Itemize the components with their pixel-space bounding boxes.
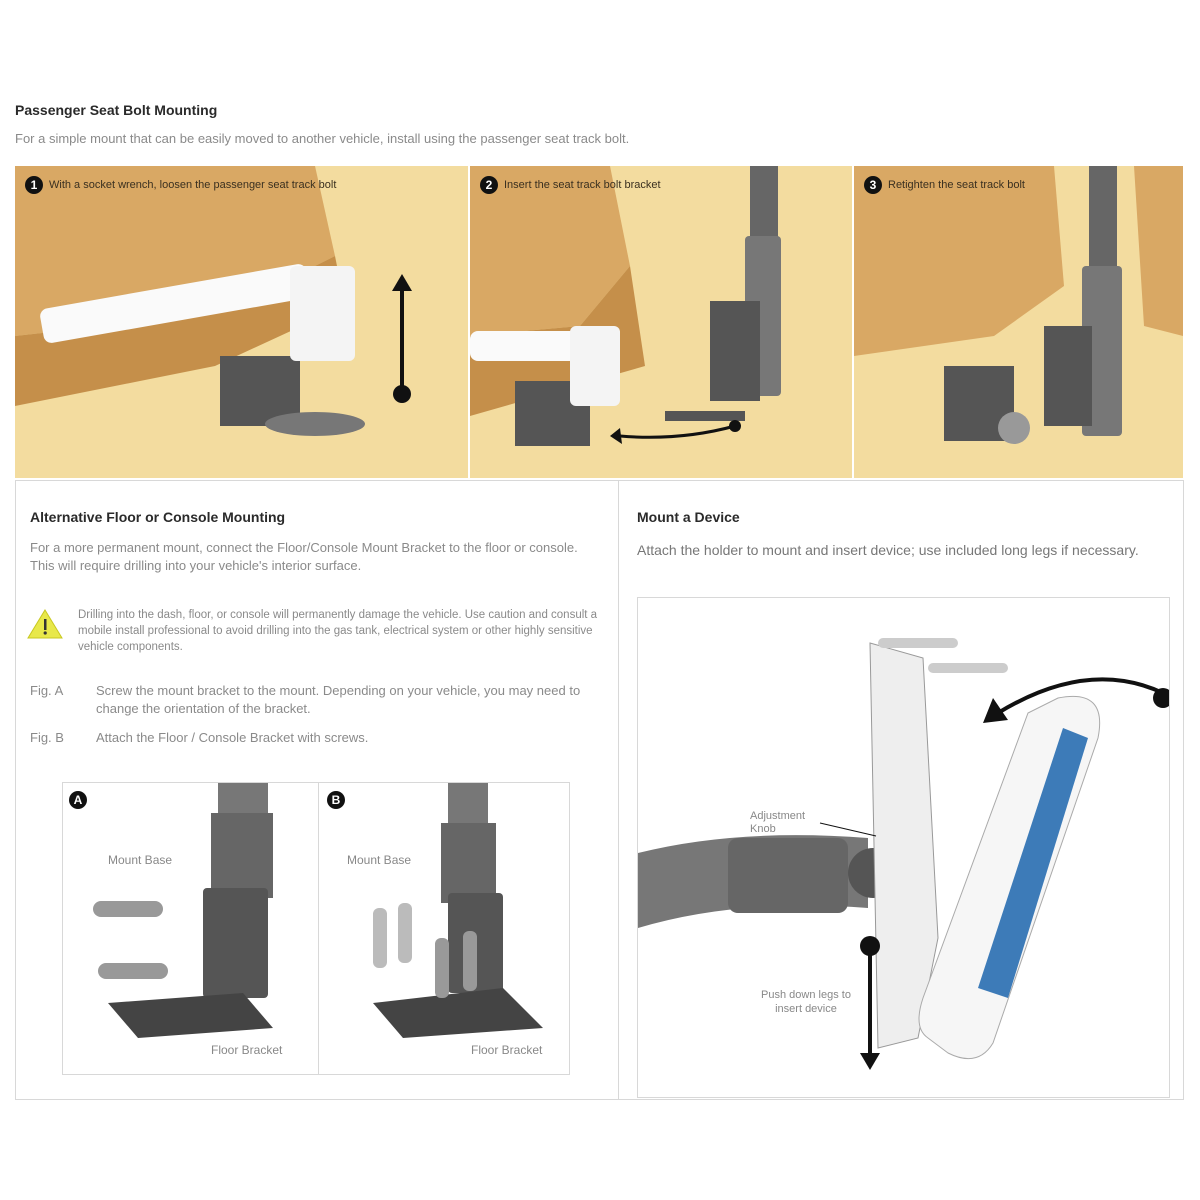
bracket-diagram (93, 783, 543, 1038)
mount-device-section (618, 480, 1184, 1100)
fig-b-floor-bracket-label: Floor Bracket (471, 1043, 543, 1057)
step-2-illustration (470, 166, 781, 446)
step-number: 2 (480, 176, 498, 194)
step-2-panel: 2 Insert the seat track bolt bracket (470, 166, 852, 478)
step-number: 3 (864, 176, 882, 194)
push-down-label: Push down legs to insert device (761, 989, 851, 1015)
mount-device-title: Mount a Device (637, 509, 740, 525)
fig-b-label: Fig. B (30, 730, 64, 745)
fig-a-floor-bracket-label: Floor Bracket (211, 1043, 283, 1057)
adjustment-knob-label: Adjustment Knob (750, 810, 806, 835)
fig-a-text: Screw the mount bracket to the mount. De… (96, 683, 581, 716)
floor-console-section (15, 480, 619, 1100)
warning-icon (27, 609, 63, 639)
step-number: 1 (25, 176, 43, 194)
seat-bolt-description: For a simple mount that can be easily mo… (15, 131, 630, 146)
fig-b-badge: B (327, 791, 345, 809)
step-text: Insert the seat track bolt bracket (504, 179, 661, 191)
step-1-panel: 1 With a socket wrench, loosen the passen… (15, 166, 468, 478)
holder-illustration (638, 638, 1169, 1070)
floor-console-description: For a more permanent mount, connect the … (30, 540, 578, 573)
floor-console-title: Alternative Floor or Console Mounting (30, 509, 286, 525)
seat-bolt-steps: 1 With a socket wrench, loosen the passen… (15, 166, 1183, 478)
fig-diagram-box: A Mount Base Floor Bracket B Mount Base … (62, 782, 570, 1075)
fig-a-badge: A (69, 791, 87, 809)
step-3-panel: 3 Retighten the seat track bolt (854, 166, 1183, 478)
fig-a-mount-base-label: Mount Base (108, 853, 173, 867)
step-text: With a socket wrench, loosen the passeng… (49, 179, 337, 191)
mount-device-description: Attach the holder to mount and insert de… (637, 542, 1139, 558)
fig-b-mount-base-label: Mount Base (347, 853, 412, 867)
fig-b-text: Attach the Floor / Console Bracket with … (96, 730, 369, 745)
fig-a-label: Fig. A (30, 683, 64, 698)
step-3-illustration (854, 166, 1183, 444)
seat-bolt-title: Passenger Seat Bolt Mounting (15, 102, 218, 118)
device-illustration: 12:45 Adjustment Knob Push down legs to … (637, 597, 1170, 1098)
step-text: Retighten the seat track bolt (888, 179, 1025, 191)
warning-text: Drilling into the dash, floor, or consol… (78, 609, 598, 653)
step-1-illustration (15, 166, 412, 436)
